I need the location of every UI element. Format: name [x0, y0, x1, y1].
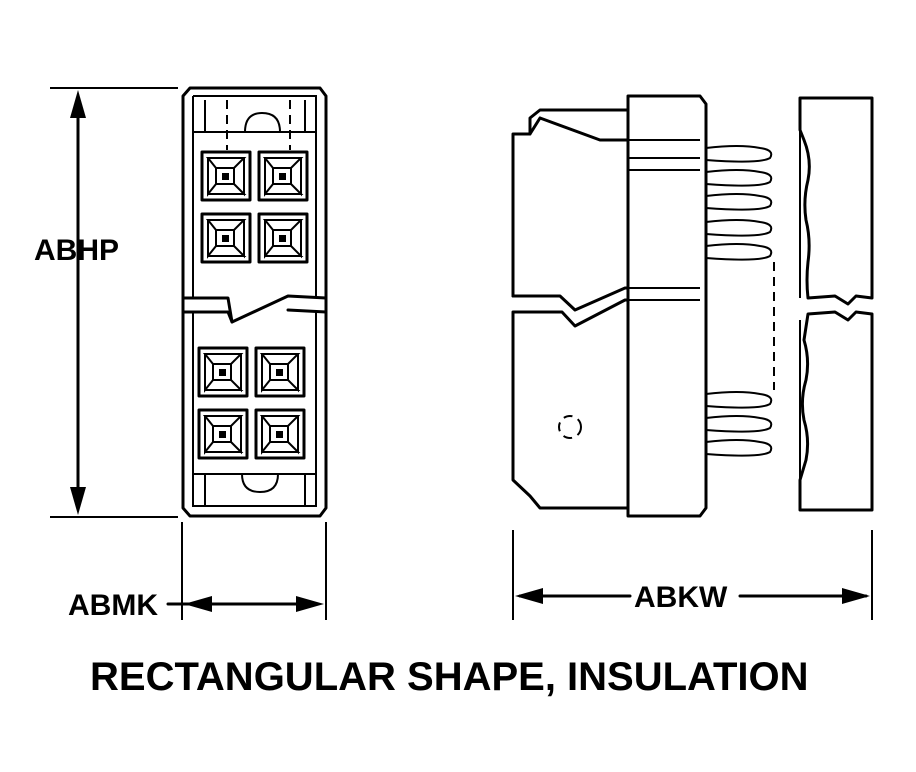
- width-dimension: [166, 522, 327, 620]
- contact-cavities-upper: [200, 150, 309, 264]
- height-dimension: [50, 87, 178, 518]
- length-dimension: [512, 530, 873, 620]
- side-view: [511, 94, 874, 518]
- contact-cavities-lower: [197, 346, 306, 460]
- length-label: ABKW: [634, 581, 728, 614]
- contact-wires: [705, 145, 775, 457]
- diagram-caption: RECTANGULAR SHAPE, INSULATION: [90, 655, 809, 699]
- height-label: ABHP: [34, 234, 119, 267]
- width-label: ABMK: [68, 589, 158, 622]
- front-view: [181, 86, 328, 518]
